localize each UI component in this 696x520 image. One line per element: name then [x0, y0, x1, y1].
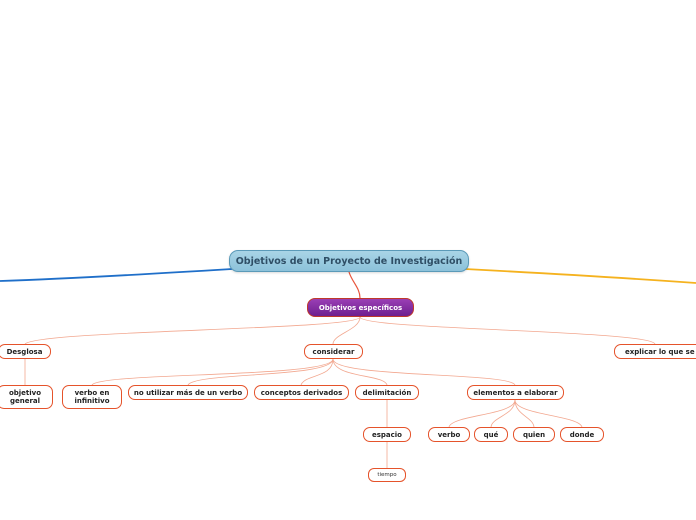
node-verbo[interactable]: verbo [428, 427, 470, 442]
node-desglosa[interactable]: Desglosa [0, 344, 51, 359]
node-objetivo-general[interactable]: objetivo general [0, 385, 53, 409]
elementos-to-verbo-line [448, 399, 516, 428]
node-elementos-a-elaborar-label: elementos a elaborar [473, 388, 558, 397]
node-conceptos-derivados[interactable]: conceptos derivados [254, 385, 349, 400]
node-que-label: qué [483, 430, 499, 439]
main-topic-objetivos-especificos[interactable]: Objetivos específicos [307, 298, 414, 317]
central-to-main-line [348, 271, 361, 299]
node-delimitacion-label: delimitación [362, 388, 412, 397]
node-verbo-en-infinitivo-label: verbo en infinitivo [74, 389, 110, 405]
node-donde-label: donde [569, 430, 595, 439]
main-to-desglosa-line [24, 316, 361, 345]
main-topic-label: Objetivos específicos [318, 303, 403, 312]
elementos-to-quien-line [514, 399, 535, 428]
node-conceptos-derivados-label: conceptos derivados [260, 388, 343, 397]
node-objetivo-general-label: objetivo general [8, 389, 42, 405]
orange-branch-line [464, 268, 696, 284]
node-explicar-label: explicar lo que se ir [625, 347, 696, 356]
node-tiempo-label: tiempo [377, 472, 397, 478]
central-topic-label: Objetivos de un Proyecto de Investigació… [235, 255, 463, 267]
node-donde[interactable]: donde [560, 427, 604, 442]
considerar-to-conceptos-line [300, 358, 334, 386]
considerar-to-verbo-infinitivo-line [91, 358, 334, 386]
considerar-to-elementos-line [332, 358, 516, 386]
main-to-explicar-line [359, 316, 656, 345]
node-elementos-a-elaborar[interactable]: elementos a elaborar [467, 385, 564, 400]
elementos-to-que-line [490, 399, 516, 428]
node-no-utilizar[interactable]: no utilizar más de un verbo [128, 385, 248, 400]
central-topic[interactable]: Objetivos de un Proyecto de Investigació… [229, 250, 469, 272]
node-que[interactable]: qué [474, 427, 508, 442]
node-desglosa-label: Desglosa [6, 347, 43, 356]
elementos-to-donde-line [514, 399, 583, 428]
considerar-to-no-utilizar-line [187, 358, 334, 386]
node-espacio-label: espacio [371, 430, 402, 439]
node-considerar[interactable]: considerar [304, 344, 363, 359]
node-considerar-label: considerar [312, 347, 355, 356]
node-explicar[interactable]: explicar lo que se ir [614, 344, 696, 359]
considerar-to-delimitacion-line [332, 358, 388, 386]
node-quien[interactable]: quien [513, 427, 555, 442]
node-tiempo[interactable]: tiempo [368, 468, 406, 482]
node-delimitacion[interactable]: delimitación [355, 385, 419, 400]
node-quien-label: quien [522, 430, 546, 439]
blue-branch-line [0, 268, 233, 282]
node-no-utilizar-label: no utilizar más de un verbo [133, 388, 243, 397]
node-espacio[interactable]: espacio [363, 427, 411, 442]
node-verbo-en-infinitivo[interactable]: verbo en infinitivo [62, 385, 122, 409]
main-to-considerar-line [332, 316, 361, 345]
node-verbo-label: verbo [437, 430, 461, 439]
